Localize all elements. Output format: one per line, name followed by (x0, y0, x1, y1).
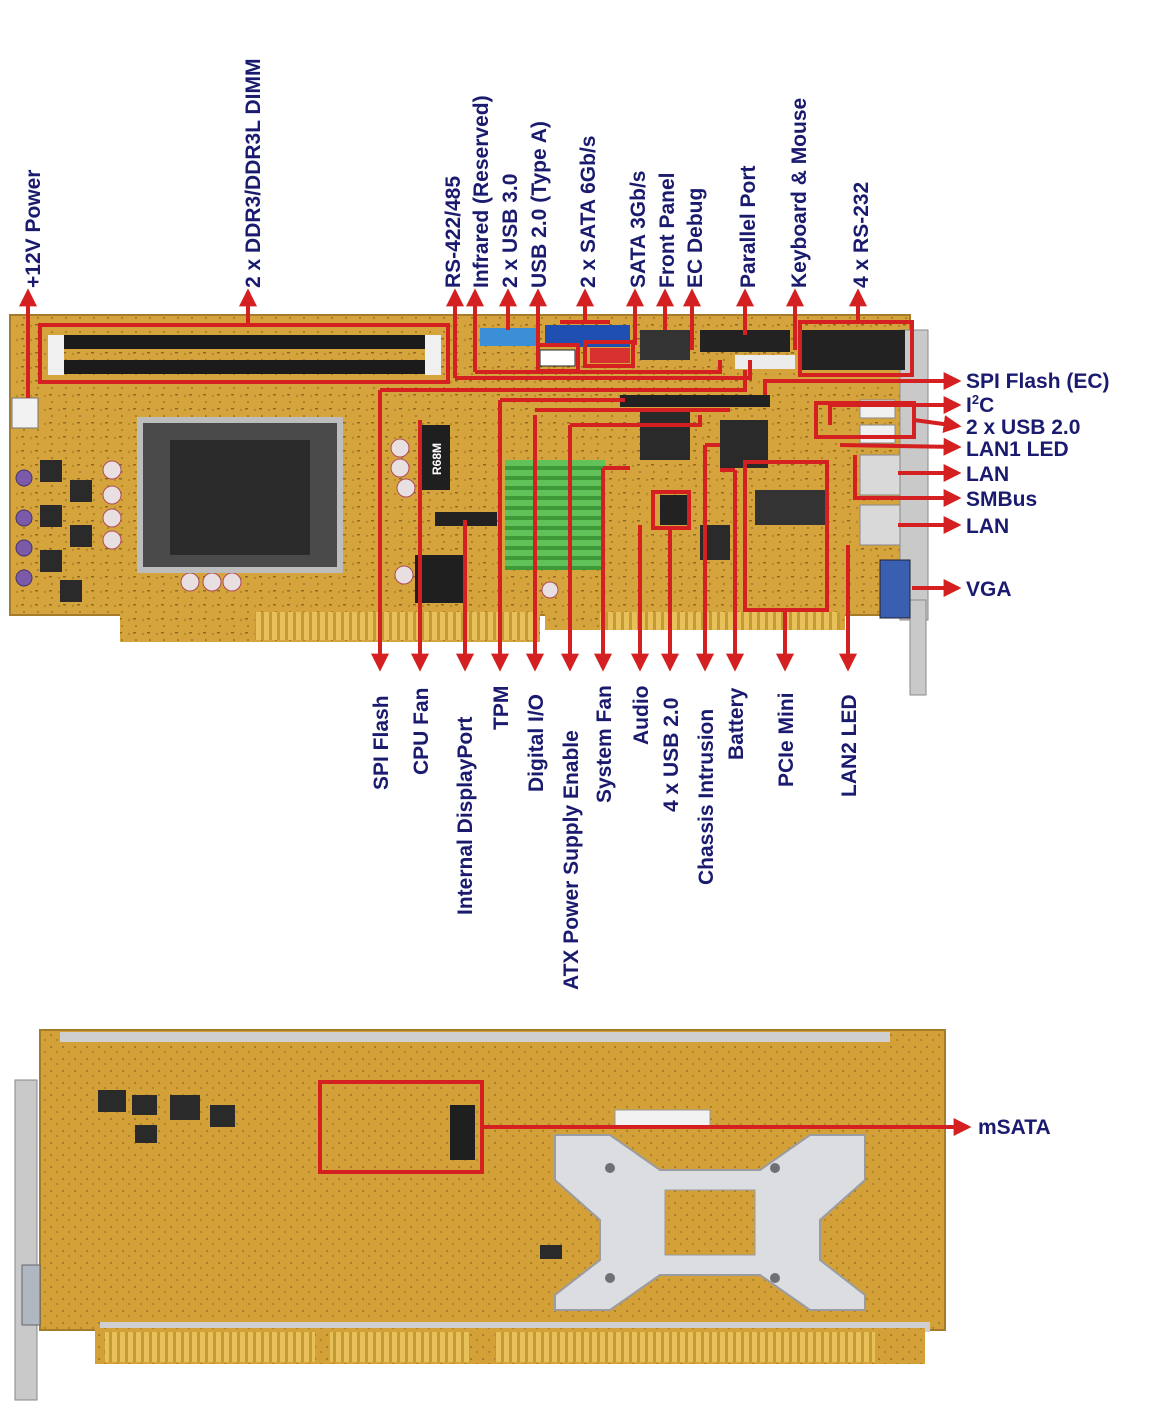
label-usb20-type-a: USB 2.0 (Type A) (528, 121, 551, 288)
back-board (14, 1029, 946, 1401)
label-msata: mSATA (978, 1116, 1051, 1139)
right-labels: SPI Flash (EC) I2C 2 x USB 2.0 LAN1 LED … (966, 370, 1110, 601)
back-callout: mSATA (318, 1080, 1051, 1174)
label-front-panel: Front Panel (656, 172, 679, 288)
label-lan-1: LAN (966, 463, 1009, 486)
label-lan-2: LAN (966, 515, 1009, 538)
msata-slot (450, 1105, 475, 1160)
chipset-heatsink (505, 460, 605, 570)
label-lan2-led: LAN2 LED (838, 694, 861, 797)
dimm-slot-2 (48, 360, 438, 374)
label-rs422-485: RS-422/485 (442, 176, 465, 288)
label-usb30: 2 x USB 3.0 (499, 174, 522, 288)
label-vga: VGA (966, 578, 1012, 601)
label-smbus: SMBus (966, 488, 1037, 511)
front-board: R68M (9, 314, 929, 696)
label-system-fan: System Fan (593, 685, 616, 803)
label-audio: Audio (630, 686, 653, 745)
power-12v-connector (11, 397, 39, 429)
label-atx-power-supply-enable: ATX Power Supply Enable (560, 730, 583, 990)
label-digital-io: Digital I/O (525, 694, 548, 792)
bottom-labels: SPI Flash CPU Fan Internal DisplayPort T… (370, 685, 861, 990)
label-i2c: I2C (966, 392, 994, 417)
label-ec-debug: EC Debug (684, 188, 707, 288)
label-lan1-led: LAN1 LED (966, 438, 1069, 461)
label-internal-displayport: Internal DisplayPort (454, 717, 477, 915)
label-tpm: TPM (490, 686, 513, 730)
label-usb20-x4: 4 x USB 2.0 (660, 698, 683, 812)
usb3-header (480, 328, 540, 346)
label-power-12v: +12V Power (22, 170, 45, 288)
chip-r68m (420, 425, 450, 490)
callout-lines (19, 288, 962, 672)
label-spi-flash: SPI Flash (370, 695, 393, 790)
chip-r68m-label: R68M (430, 443, 444, 475)
label-chassis-intrusion: Chassis Intrusion (695, 709, 718, 885)
label-spi-flash-ec: SPI Flash (EC) (966, 370, 1110, 393)
label-ddr3-dimm: 2 x DDR3/DDR3L DIMM (242, 59, 265, 288)
label-cpu-fan: CPU Fan (410, 687, 433, 775)
top-labels: +12V Power 2 x DDR3/DDR3L DIMM RS-422/48… (22, 59, 873, 288)
label-battery: Battery (725, 687, 748, 760)
edge-connector-fingers (255, 612, 535, 640)
label-usb20-x2: 2 x USB 2.0 (966, 416, 1080, 439)
label-sata-3gb: SATA 3Gb/s (627, 171, 650, 288)
label-infrared: Infrared (Reserved) (470, 95, 493, 288)
label-keyboard-mouse: Keyboard & Mouse (788, 98, 811, 288)
label-sata-6gb: 2 x SATA 6Gb/s (577, 136, 600, 289)
label-pcie-mini: PCIe Mini (775, 692, 798, 787)
dimm-slot-1 (48, 335, 438, 349)
label-parallel-port: Parallel Port (737, 165, 760, 288)
label-rs232: 4 x RS-232 (850, 182, 873, 288)
